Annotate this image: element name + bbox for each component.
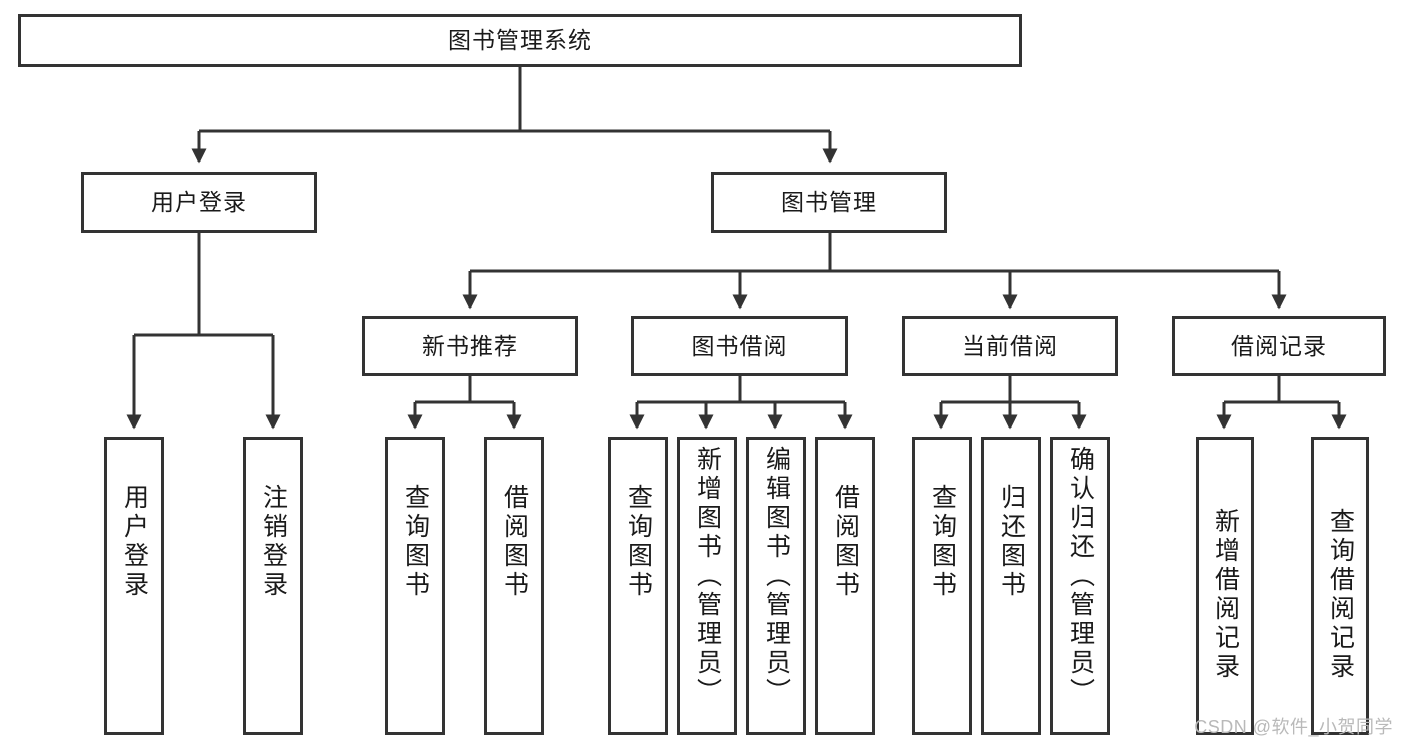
node-borrow-record[interactable]: 借阅记录 <box>1172 316 1386 376</box>
node-leaf-query-book-2-label: 查询图书 <box>624 484 653 600</box>
node-leaf-add-book-label: 新增图书（管理员） <box>693 446 722 707</box>
node-leaf-query-book-3[interactable]: 查询图书 <box>912 437 972 735</box>
node-leaf-query-book-1-label: 查询图书 <box>401 484 430 600</box>
node-leaf-query-book-3-label: 查询图书 <box>928 484 957 600</box>
node-leaf-borrow-book-1[interactable]: 借阅图书 <box>484 437 544 735</box>
node-root-label: 图书管理系统 <box>448 27 592 54</box>
node-leaf-add-borrow-record-label: 新增借阅记录 <box>1211 508 1240 682</box>
node-user-login-label: 用户登录 <box>151 189 247 216</box>
node-leaf-confirm-return-label: 确认归还（管理员） <box>1066 446 1095 707</box>
node-leaf-add-borrow-record[interactable]: 新增借阅记录 <box>1196 437 1254 735</box>
node-leaf-edit-book[interactable]: 编辑图书（管理员） <box>746 437 806 735</box>
node-leaf-borrow-book-2[interactable]: 借阅图书 <box>815 437 875 735</box>
node-user-login[interactable]: 用户登录 <box>81 172 317 233</box>
node-leaf-user-login[interactable]: 用户登录 <box>104 437 164 735</box>
node-new-book-recommend[interactable]: 新书推荐 <box>362 316 578 376</box>
watermark-text: CSDN @软件_小贺同学 <box>1194 717 1393 737</box>
node-book-borrow-label: 图书借阅 <box>691 332 788 359</box>
node-leaf-logout-login[interactable]: 注销登录 <box>243 437 303 735</box>
node-leaf-query-book-2[interactable]: 查询图书 <box>608 437 668 735</box>
node-book-manage-label: 图书管理 <box>781 189 877 216</box>
node-leaf-query-borrow-record-label: 查询借阅记录 <box>1326 508 1355 682</box>
node-leaf-return-book[interactable]: 归还图书 <box>981 437 1041 735</box>
node-borrow-record-label: 借阅记录 <box>1231 332 1327 359</box>
node-leaf-edit-book-label: 编辑图书（管理员） <box>762 446 791 707</box>
node-leaf-query-book-1[interactable]: 查询图书 <box>385 437 445 735</box>
node-book-borrow[interactable]: 图书借阅 <box>631 316 848 376</box>
node-leaf-user-login-label: 用户登录 <box>120 484 149 600</box>
node-leaf-add-book[interactable]: 新增图书（管理员） <box>677 437 737 735</box>
node-leaf-return-book-label: 归还图书 <box>997 484 1026 600</box>
node-current-borrow[interactable]: 当前借阅 <box>902 316 1118 376</box>
node-book-manage[interactable]: 图书管理 <box>711 172 947 233</box>
node-leaf-confirm-return[interactable]: 确认归还（管理员） <box>1050 437 1110 735</box>
node-leaf-query-borrow-record[interactable]: 查询借阅记录 <box>1311 437 1369 735</box>
node-leaf-borrow-book-1-label: 借阅图书 <box>500 484 529 600</box>
node-new-book-recommend-label: 新书推荐 <box>422 332 518 359</box>
node-root[interactable]: 图书管理系统 <box>18 14 1022 67</box>
node-leaf-logout-login-label: 注销登录 <box>259 484 288 600</box>
node-leaf-borrow-book-2-label: 借阅图书 <box>831 484 860 600</box>
node-current-borrow-label: 当前借阅 <box>962 332 1058 359</box>
